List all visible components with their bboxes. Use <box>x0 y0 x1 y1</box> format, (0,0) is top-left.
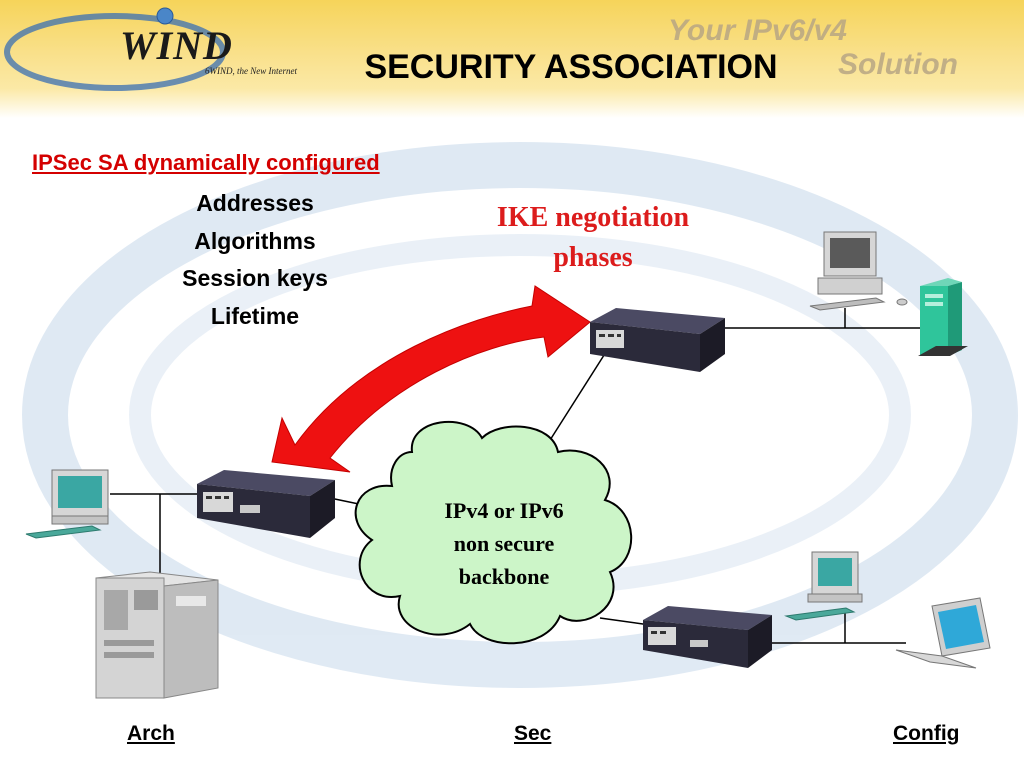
cloud-label-line: non secure <box>453 531 555 556</box>
router-left <box>197 470 335 538</box>
logo-tagline: 6WIND, the New Internet <box>205 66 297 76</box>
ike-label-line: IKE negotiation <box>496 202 690 233</box>
router-top <box>590 308 725 372</box>
network-links <box>110 308 958 644</box>
cloud-label: IPv4 or IPv6 non secure backbone <box>395 494 613 593</box>
router-bottom-right <box>643 606 772 668</box>
arch-link[interactable]: Arch <box>127 722 175 745</box>
logo-swoosh-icon <box>4 7 226 91</box>
cloud-label-line: IPv4 or IPv6 <box>444 498 564 523</box>
sa-parameter: Addresses <box>196 190 314 216</box>
ike-label: IKE negotiation phases <box>466 198 720 278</box>
workstation-bottom-right <box>784 551 863 621</box>
mainframe-server <box>95 571 219 699</box>
laptop <box>895 597 991 669</box>
workstation-left <box>25 469 109 539</box>
brand-tagline-line1: Your IPv6/v4 <box>668 14 847 47</box>
sec-link[interactable]: Sec <box>514 722 552 745</box>
backbone-cloud <box>354 420 633 645</box>
sa-parameter-list: Addresses Algorithms Session keys Lifeti… <box>130 185 380 335</box>
header-banner: WIND 6WIND, the New Internet Your IPv6/v… <box>0 0 1024 118</box>
sa-parameter: Algorithms <box>194 227 316 254</box>
workstation-top-right <box>809 231 908 311</box>
ike-negotiation-arrow <box>271 285 591 473</box>
page-title: SECURITY ASSOCIATION <box>364 48 778 86</box>
sa-parameter: Lifetime <box>210 302 300 329</box>
subtitle: IPSec SA dynamically configured <box>32 150 380 175</box>
brand-tagline-line2: Solution <box>838 48 958 81</box>
logo-text: WIND <box>120 23 233 68</box>
ike-label-line: phases <box>553 242 633 273</box>
server-tower <box>918 278 968 356</box>
config-link[interactable]: Config <box>893 722 960 745</box>
sa-parameter: Session keys <box>182 265 328 291</box>
cloud-label-line: backbone <box>458 564 550 589</box>
